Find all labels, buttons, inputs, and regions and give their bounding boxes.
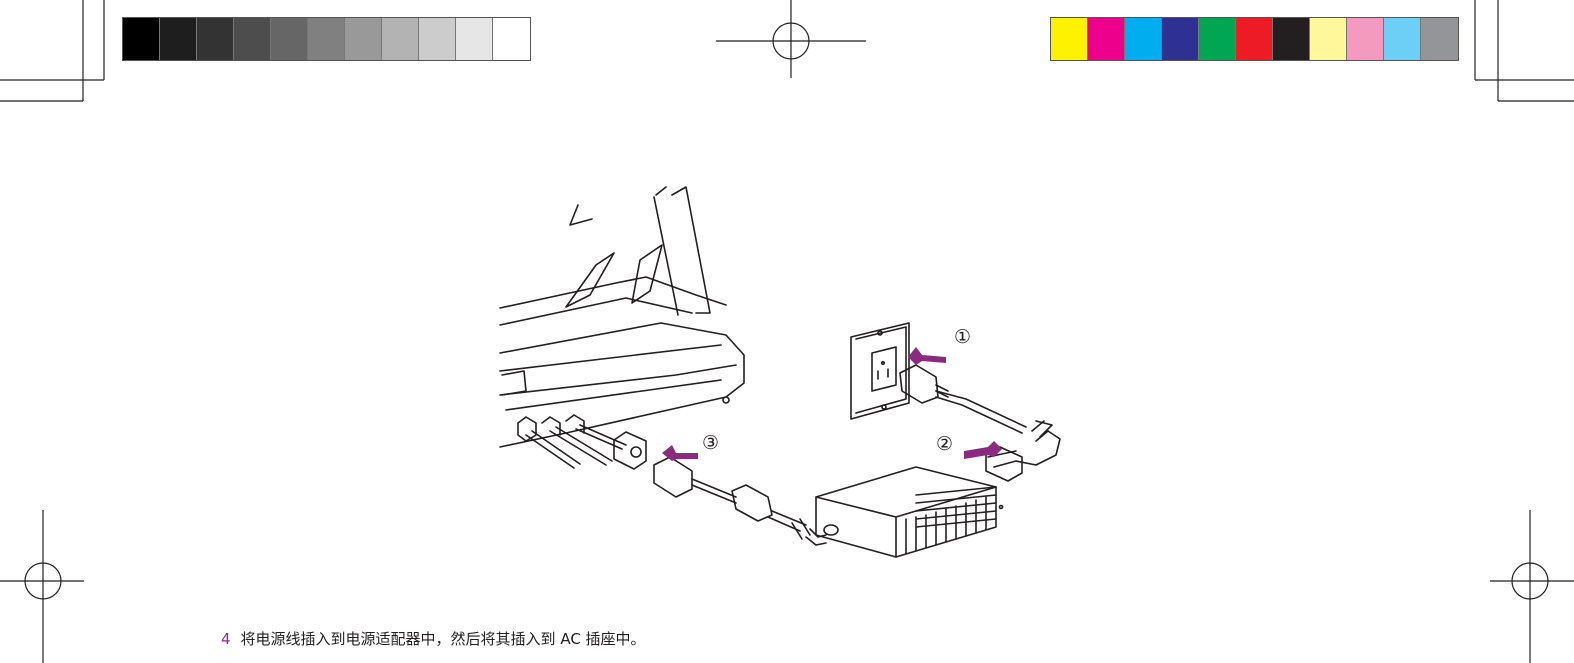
color-swatch — [1310, 18, 1347, 60]
instruction-text: 4 将电源线插入到电源适配器中，然后将其插入到 AC 插座中。 — [221, 628, 646, 649]
color-swatch-bar — [1050, 17, 1459, 61]
step-number: 4 — [221, 630, 231, 648]
arrow-two — [964, 441, 1002, 459]
color-swatch — [1236, 18, 1273, 60]
gray-swatch — [123, 18, 160, 60]
gray-swatch — [456, 18, 493, 60]
gray-swatch — [419, 18, 456, 60]
gray-swatch — [308, 18, 345, 60]
grayscale-swatch-bar — [122, 17, 531, 61]
gray-swatch — [197, 18, 234, 60]
callout-three: ③ — [702, 432, 719, 454]
arrow-one — [908, 347, 946, 365]
tablet-device — [499, 186, 745, 469]
color-swatch — [1199, 18, 1236, 60]
gray-swatch — [271, 18, 308, 60]
color-swatch — [1421, 18, 1458, 60]
wall-outlet — [850, 322, 949, 420]
callout-two: ② — [936, 433, 953, 455]
color-swatch — [1384, 18, 1421, 60]
arrow-three — [662, 445, 698, 461]
color-swatch — [1273, 18, 1310, 60]
insertion-arrows — [662, 347, 1002, 461]
gray-swatch — [160, 18, 197, 60]
color-swatch — [1162, 18, 1199, 60]
color-swatch — [1051, 18, 1088, 60]
gray-swatch — [234, 18, 271, 60]
gray-swatch — [493, 18, 530, 60]
connection-illustration: ① ② ③ — [499, 186, 1061, 558]
color-swatch — [1088, 18, 1125, 60]
color-swatch — [1347, 18, 1384, 60]
power-adapter — [815, 466, 1004, 558]
ferrite-core — [731, 484, 773, 522]
callout-one: ① — [954, 326, 971, 348]
gray-swatch — [345, 18, 382, 60]
color-swatch — [1125, 18, 1162, 60]
instruction-body: 将电源线插入到电源适配器中，然后将其插入到 AC 插座中。 — [240, 630, 646, 648]
gray-swatch — [382, 18, 419, 60]
